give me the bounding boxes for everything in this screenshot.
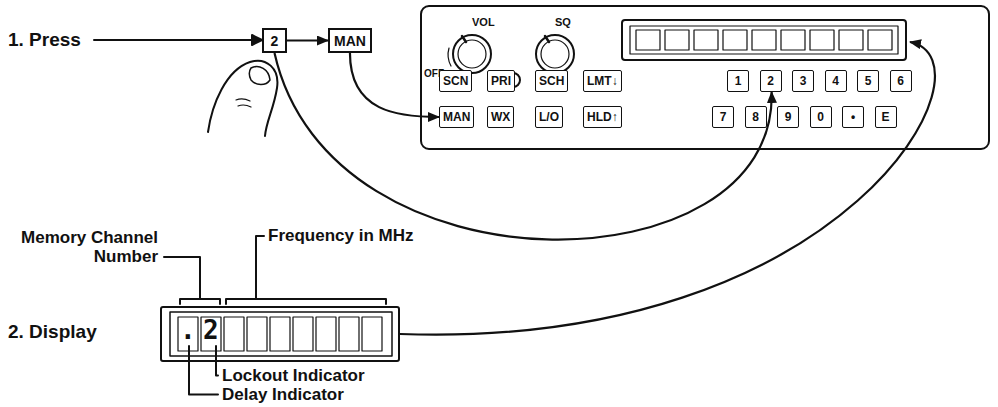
press-arrowhead [252,35,262,45]
key-label: 3 [800,74,807,88]
function-key: SCH [535,70,568,92]
step-label: 2. Display [8,321,97,343]
panel-cell [752,30,776,50]
display-cell [316,317,336,351]
panel-cell [868,30,892,50]
thumb-nail [250,67,271,85]
number-key: 2 [760,70,782,92]
scanner-panel: VOLSQOFFSCNPRISCHLMT↓123456MANWXL/OHLD↑7… [420,5,990,150]
key-label: SCN [443,74,468,88]
frequency-bracket [226,236,386,304]
panel-display-window [630,26,898,54]
display-cell [362,317,382,351]
memory-bracket [164,257,220,304]
number-key: 6 [890,70,912,92]
key-label: PRI [491,74,511,88]
function-key: LMT↓ [583,70,622,92]
key-label: SCH [539,74,564,88]
key-label: 2 [271,33,279,49]
panel-cell [781,30,805,50]
arrow-connector [275,53,772,240]
key-label: E [881,110,889,124]
squelch-knob-mark [545,36,549,42]
arrow-connector [400,42,935,335]
number-key: 4 [825,70,847,92]
squelch-knob [536,35,574,73]
key-label: WX [491,110,510,124]
panel-cell [810,30,834,50]
panel-label: SQ [555,16,571,28]
key-label: MAN [334,33,366,49]
function-key: MAN [439,106,474,128]
arrow-connector [350,53,439,117]
volume-knob [453,35,491,73]
key-label: 4 [832,74,839,88]
display-cell [270,317,290,351]
panel-cell [636,30,660,50]
display-closeup: .2 [160,306,400,362]
key-label: 5 [865,74,872,88]
number-key: 8 [745,106,767,128]
function-key: HLD↑ [583,106,622,128]
number-key: 7 [712,106,734,128]
display-cell [224,317,244,351]
function-key: L/O [535,106,563,128]
function-key: SCN [439,70,472,92]
thumb-crease [236,99,251,107]
number-key: 5 [857,70,879,92]
squelch-knob-inner [541,40,569,68]
key-label: MAN [443,110,470,124]
panel-display-cells [636,30,892,50]
key-label: HLD↑ [587,110,618,124]
key-label: 2 [767,74,774,88]
key-label: 6 [897,74,904,88]
volume-knob-mark [462,36,466,42]
panel-cell [839,30,863,50]
panel-cell [723,30,747,50]
display-readout: .2 [180,315,226,345]
panel-label: VOL [472,16,495,28]
number-key: 0 [810,106,832,128]
pressed-key: 2 [262,28,287,53]
key-label: • [851,110,855,124]
callout-label: Memory Channel Number [18,228,158,266]
number-key: 9 [777,106,799,128]
key-label: 9 [785,110,792,124]
key-label: 1 [735,74,742,88]
display-cell [247,317,267,351]
key-label: 7 [720,110,727,124]
step-label: 1. Press [8,29,81,51]
key-label: L/O [539,110,559,124]
key-label: 8 [752,110,759,124]
function-key: PRI [487,70,515,92]
display-cell [339,317,359,351]
pressed-key: MAN [328,28,372,53]
function-key: WX [487,106,514,128]
key-label: 0 [817,110,824,124]
key-label: LMT↓ [587,74,618,88]
delay-leader [189,346,218,395]
number-key: • [842,106,864,128]
display-window [170,312,392,356]
arrow-connector [287,39,328,41]
callout-label: Frequency in MHz [268,226,413,245]
panel-display [622,20,906,60]
number-key: 3 [792,70,814,92]
number-key: 1 [727,70,749,92]
panel-cell [694,30,718,50]
volume-knob-inner [458,40,486,68]
off-arc [448,48,451,66]
thumb [208,61,277,136]
callout-label: Delay Indicator [222,385,344,404]
callout-label: Lockout Indicator [222,366,365,385]
press-arrow [94,39,252,41]
panel-cell [665,30,689,50]
number-key: E [875,106,897,128]
display-cell [293,317,313,351]
